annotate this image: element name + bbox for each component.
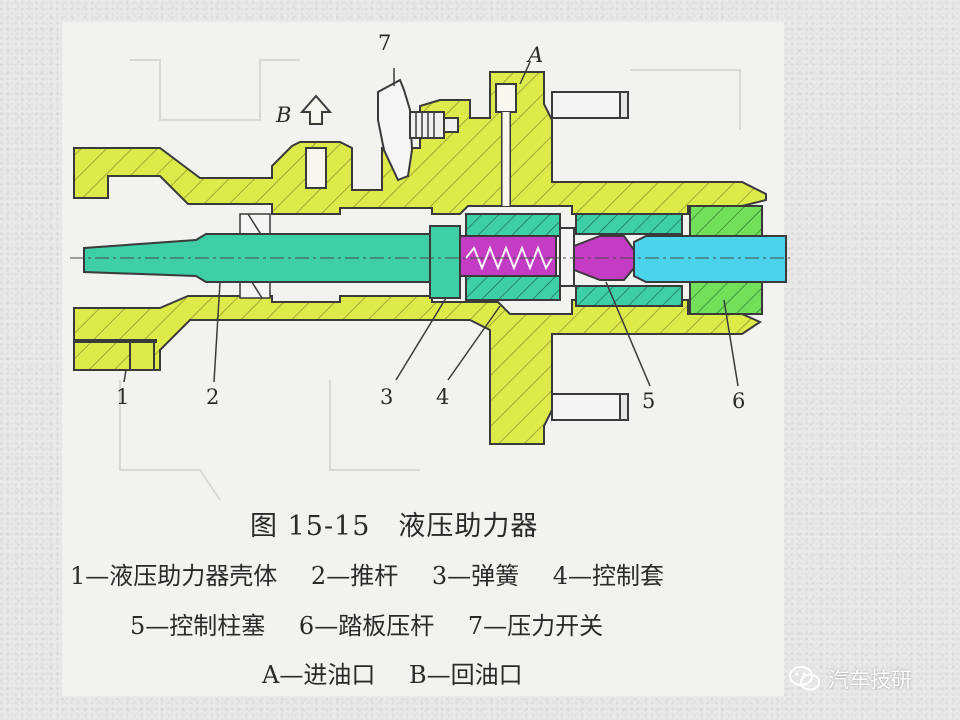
- pressure-switch: [377, 78, 459, 182]
- legend-item: B—回油口: [408, 661, 523, 689]
- legend-item: 1—液压助力器壳体: [70, 562, 278, 590]
- legend-line-2: 5—控制柱塞 6—踏板压杆 7—压力开关: [130, 606, 603, 641]
- label-7: 7: [378, 31, 391, 55]
- housing-lower: [73, 295, 763, 445]
- label-a: A: [526, 43, 543, 67]
- background-sketch: [119, 59, 741, 501]
- spring: [459, 235, 557, 277]
- legend-item: A—进油口: [262, 661, 376, 689]
- legend-item: 2—推杆: [310, 562, 399, 590]
- control-sleeve: [465, 213, 575, 301]
- watermark: 汽车技研: [788, 662, 912, 696]
- legend-item: 7—压力开关: [467, 612, 604, 640]
- push-rod: [83, 225, 461, 299]
- leader-lines: [123, 61, 739, 387]
- label-5: 5: [642, 389, 655, 413]
- legend-item: 4—控制套: [552, 562, 665, 590]
- figure-title: 图 15-15 液压助力器: [250, 511, 539, 542]
- mounting-stud-top: [551, 91, 629, 119]
- label-2: 2: [206, 385, 219, 409]
- label-3: 3: [380, 385, 393, 409]
- mounting-stud-bottom: [551, 393, 629, 421]
- label-6: 6: [732, 389, 745, 413]
- watermark-text: 汽车技研: [828, 668, 912, 692]
- return-arrow-icon: [299, 94, 333, 125]
- label-1: 1: [116, 385, 129, 409]
- legend-line-1: 1—液压助力器壳体 2—推杆 3—弹簧 4—控制套: [70, 556, 664, 591]
- label-b: B: [275, 103, 291, 127]
- legend-item: 5—控制柱塞: [130, 612, 266, 640]
- legend-item: 6—踏板压杆: [298, 612, 435, 640]
- pedal-rod: [633, 205, 787, 315]
- label-4: 4: [436, 385, 449, 409]
- legend-item: 3—弹簧: [431, 562, 520, 590]
- legend-line-3: A—进油口 B—回油口: [262, 655, 523, 690]
- housing-upper: [73, 71, 767, 215]
- wechat-icon: [789, 666, 820, 691]
